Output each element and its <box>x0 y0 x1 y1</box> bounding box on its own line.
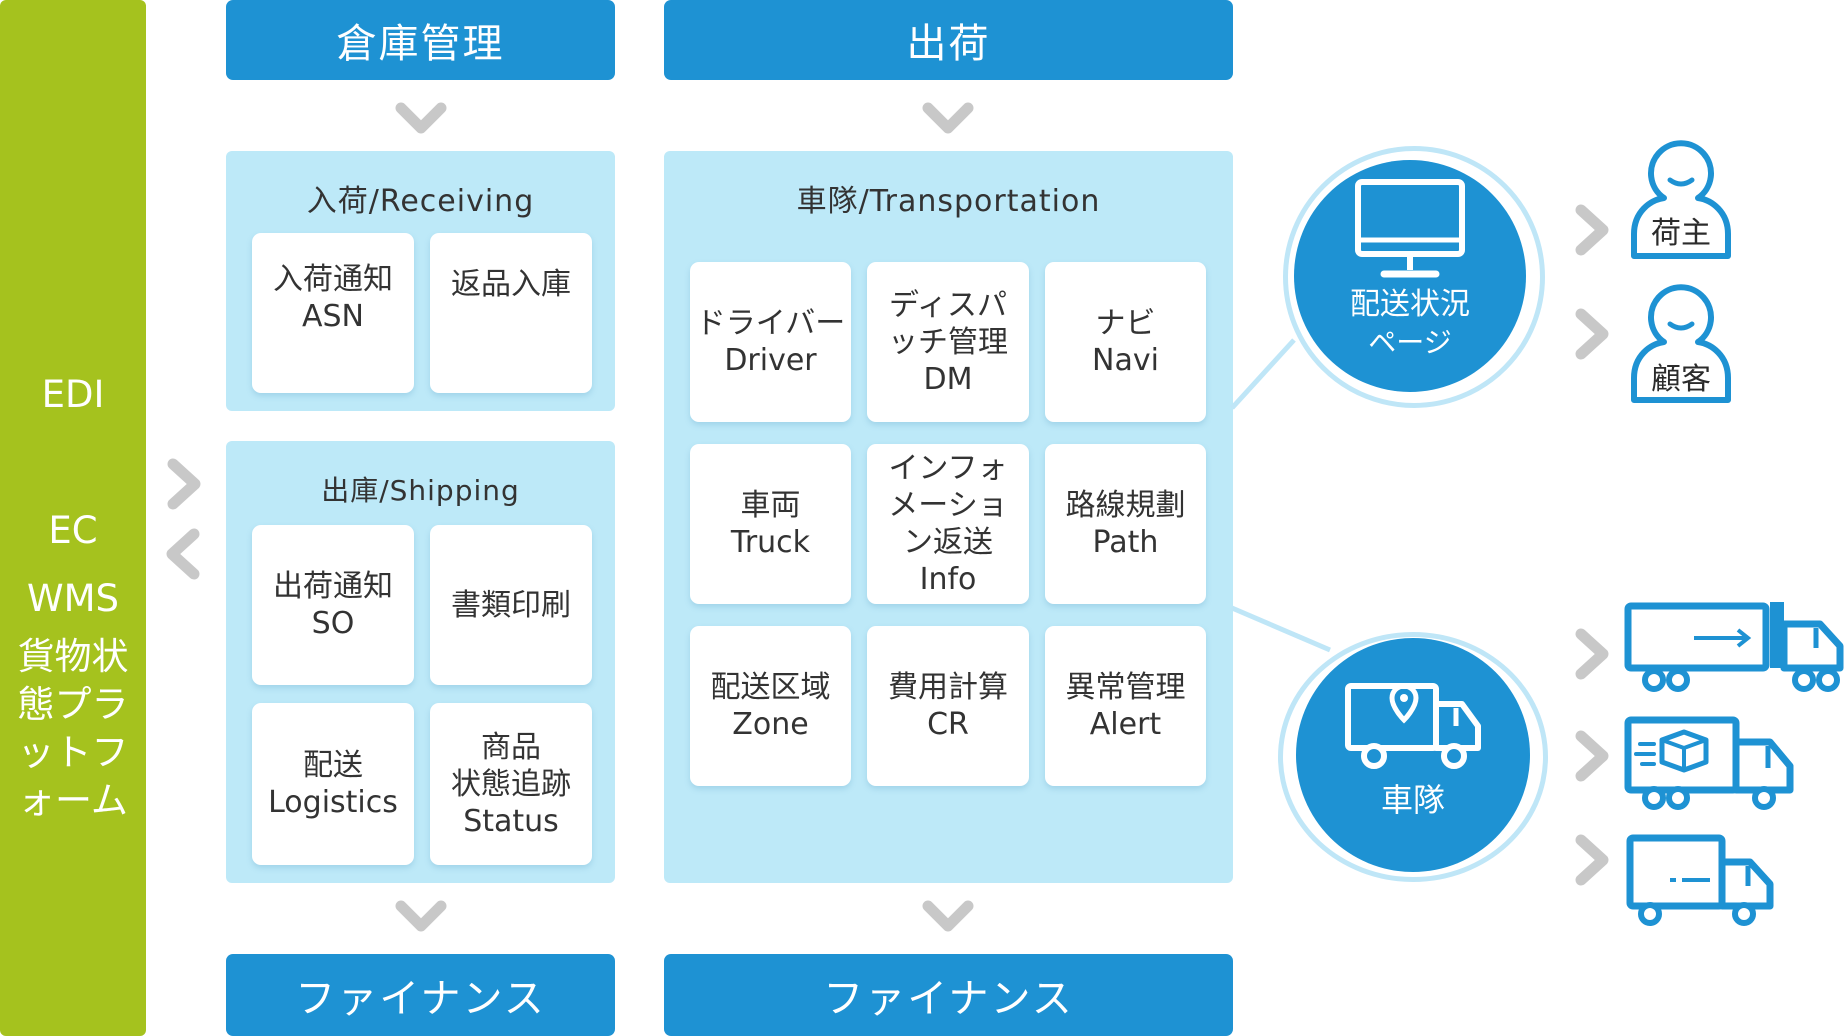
truck-location-icon <box>1345 683 1481 769</box>
card-zone[interactable]: 配送区域 Zone <box>690 626 851 786</box>
card-document-print[interactable]: 書類印刷 <box>430 525 592 685</box>
card-return-receipt[interactable]: 返品入庫 <box>430 233 592 393</box>
wms-label: WMS <box>27 577 119 620</box>
card-info-line2: メーショ <box>888 488 1008 523</box>
card-document-print-jp: 書類印刷 <box>451 587 571 623</box>
card-asn[interactable]: 入荷通知 ASN <box>252 233 414 393</box>
card-logistics[interactable]: 配送 Logistics <box>252 703 414 865</box>
chevron-down-icon <box>395 102 447 134</box>
card-driver-en: Driver <box>724 343 817 378</box>
card-alert[interactable]: 異常管理 Alert <box>1045 626 1206 786</box>
shipment-header: 出荷 <box>664 0 1233 80</box>
card-alert-jp: 異常管理 <box>1065 670 1186 705</box>
receiving-title: 入荷/Receiving <box>306 184 535 219</box>
card-status[interactable]: 商品 状態追跡 Status <box>430 703 592 865</box>
card-zone-jp: 配送区域 <box>710 670 831 705</box>
chevron-down-icon <box>395 900 447 932</box>
card-return-receipt-jp: 返品入庫 <box>451 266 571 302</box>
card-info-line3: ン返送 <box>903 525 993 560</box>
card-asn-en: ASN <box>301 299 364 334</box>
card-path[interactable]: 路線規劃 Path <box>1045 444 1206 604</box>
fleet-ring <box>1278 632 1548 882</box>
chevron-right-icon <box>1575 628 1609 680</box>
transportation-title: 車隊/Transportation <box>796 184 1101 219</box>
chevron-right-icon <box>1575 204 1609 256</box>
warehouse-finance: ファイナンス <box>226 954 615 1036</box>
card-zone-en: Zone <box>732 707 809 742</box>
card-path-jp: 路線規劃 <box>1065 488 1186 523</box>
chevron-left-icon <box>166 528 200 580</box>
card-info-line1: インフォ <box>888 451 1008 486</box>
card-status-line2: 状態追跡 <box>451 766 571 802</box>
card-dispatch[interactable]: ディスパ ッチ管理 DM <box>867 262 1029 422</box>
transportation-panel: 車隊/Transportation ドライバー Driver ディスパ ッチ管理… <box>664 151 1233 883</box>
platform-label-line4: ォーム <box>18 779 128 822</box>
platform-bar: EDI EC WMS 貨物状 態プラ ットフ ォーム <box>0 0 146 1036</box>
status-page-label-line1: 配送状況 <box>1350 287 1470 322</box>
card-so-en: SO <box>311 606 355 641</box>
card-so-jp: 出荷通知 <box>273 569 393 604</box>
person-icon <box>1631 284 1731 403</box>
person-icon <box>1631 140 1731 259</box>
customer-person: 顧客 <box>1626 282 1736 404</box>
fleet-label: 車隊 <box>1380 781 1445 819</box>
edi-label: EDI <box>41 373 105 416</box>
chevron-right-icon <box>167 458 201 510</box>
card-path-en: Path <box>1092 525 1159 560</box>
shipping-title: 出庫/Shipping <box>321 474 520 507</box>
chevron-down-icon <box>922 102 974 134</box>
platform-label-line1: 貨物状 <box>17 635 129 678</box>
shipment-finance: ファイナンス <box>664 954 1233 1036</box>
customer-label: 顧客 <box>1651 362 1711 397</box>
card-asn-jp: 入荷通知 <box>273 262 393 297</box>
card-so[interactable]: 出荷通知 SO <box>252 525 414 685</box>
card-logistics-jp: 配送 <box>303 748 363 783</box>
shipping-panel: 出庫/Shipping 出荷通知 SO 書類印刷 配送 Logistics 商品… <box>226 441 615 883</box>
card-alert-en: Alert <box>1089 707 1162 742</box>
connector-lines <box>1230 338 1331 653</box>
card-status-en: Status <box>463 803 559 839</box>
ec-label: EC <box>48 509 98 552</box>
card-driver[interactable]: ドライバー Driver <box>690 262 851 422</box>
card-dispatch-en: DM <box>923 361 973 397</box>
card-info[interactable]: インフォ メーショ ン返送 Info <box>867 444 1029 604</box>
chevron-right-icon <box>1575 308 1609 360</box>
card-truck-en: Truck <box>730 525 811 560</box>
card-cost-en: CR <box>927 707 969 742</box>
monitor-icon <box>1355 179 1465 278</box>
card-status-line1: 商品 <box>481 729 541 765</box>
shipper-label: 荷主 <box>1651 216 1711 251</box>
status-page-label-line2: ページ <box>1368 326 1452 359</box>
semi-truck-icon <box>1624 602 1844 692</box>
card-truck-jp: 車両 <box>740 488 801 523</box>
chevron-right-icon <box>1575 834 1609 886</box>
card-logistics-en: Logistics <box>268 785 398 820</box>
card-navi-en: Navi <box>1092 343 1159 378</box>
warehouse-header: 倉庫管理 <box>226 0 615 80</box>
chevron-right-icon <box>1575 730 1609 782</box>
card-cost[interactable]: 費用計算 CR <box>867 626 1029 786</box>
status-page-ring <box>1283 146 1545 408</box>
card-navi-jp: ナビ <box>1095 306 1156 341</box>
card-info-en: Info <box>919 562 977 597</box>
receiving-panel: 入荷/Receiving 入荷通知 ASN 返品入庫 <box>226 151 615 411</box>
shipper-person: 荷主 <box>1626 138 1736 260</box>
card-navi[interactable]: ナビ Navi <box>1045 262 1206 422</box>
small-truck-icon <box>1626 834 1774 926</box>
card-truck[interactable]: 車両 Truck <box>690 444 851 604</box>
delivery-truck-icon <box>1624 716 1794 810</box>
fleet-circle[interactable]: 車隊 <box>1296 638 1530 872</box>
chevron-down-icon <box>922 900 974 932</box>
card-cost-jp: 費用計算 <box>888 670 1008 705</box>
card-dispatch-line1: ディスパ <box>889 287 1007 323</box>
platform-label-line3: ットフ <box>17 731 129 774</box>
status-page-circle[interactable]: 配送状況 ページ <box>1294 160 1526 392</box>
card-dispatch-line2: ッチ管理 <box>888 324 1008 360</box>
card-driver-jp: ドライバー <box>695 306 846 341</box>
platform-label-line2: 態プラ <box>17 683 129 726</box>
